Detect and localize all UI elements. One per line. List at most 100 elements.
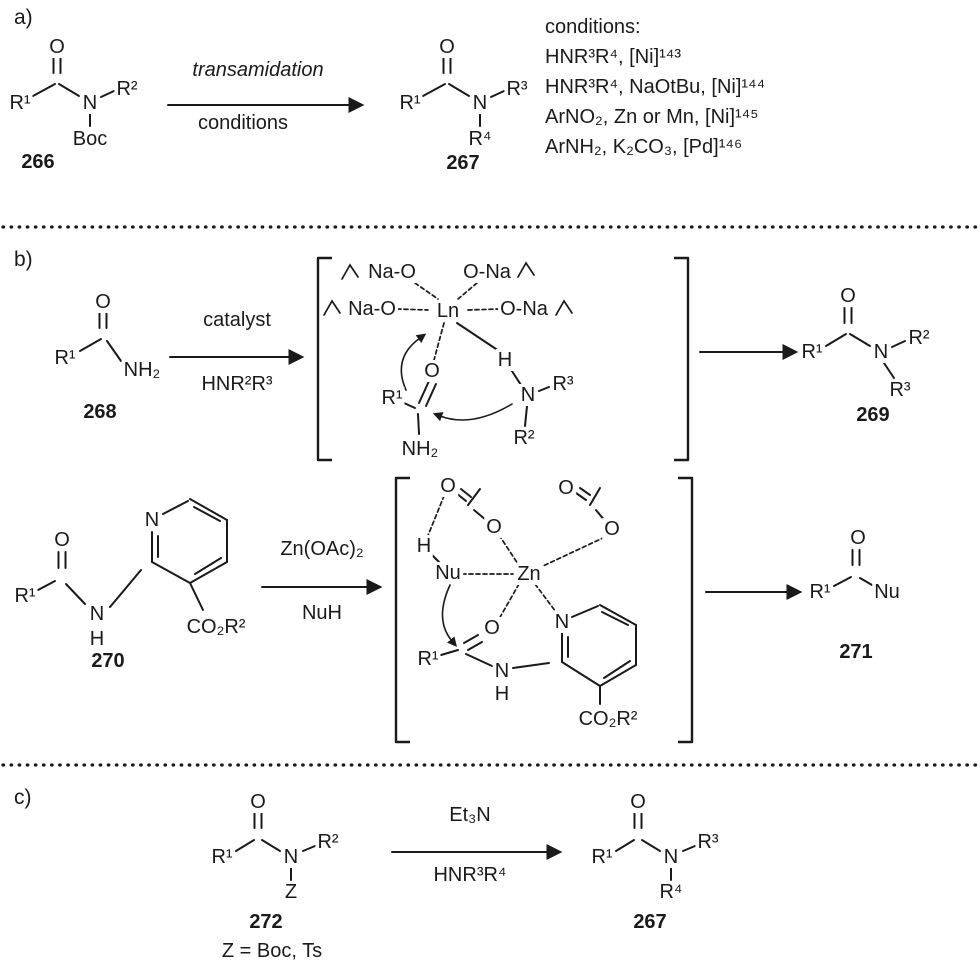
m267a-r3-label: R³ xyxy=(504,78,530,100)
ts2-ring-n-label: N xyxy=(552,611,572,633)
ts2-bracket-left xyxy=(394,476,410,744)
ts2-r1-label: R¹ xyxy=(415,648,441,670)
panel-b-label: b) xyxy=(14,248,33,271)
ts2-zinc-label: Zn xyxy=(515,563,543,585)
arrow-b3-bottom-text: NuH xyxy=(301,602,343,624)
m272-r2-label: R² xyxy=(315,831,341,853)
ts2-ester-label: CO₂R² xyxy=(576,708,640,730)
m266-r1-label: R¹ xyxy=(7,92,33,114)
ts1-carbonyl-oxygen: O xyxy=(422,360,442,382)
ts1-truncation-marks xyxy=(323,261,573,316)
m272-r1-label: R¹ xyxy=(209,846,235,868)
ts1-amine-h-label: H xyxy=(495,349,515,371)
m269-nitrogen-label: N xyxy=(871,341,891,363)
m266-r2-label: R² xyxy=(114,78,140,100)
arrow-c-bottom-text: HNR³R⁴ xyxy=(433,864,507,886)
ts2-amide-oxygen-label: O xyxy=(482,617,502,639)
conditions-title: conditions: xyxy=(545,16,641,38)
compound-number-268: 268 xyxy=(83,401,117,423)
m269-r3-label: R³ xyxy=(887,379,913,401)
m270-ring-n-label: N xyxy=(142,509,162,531)
m267a-r4-label: R⁴ xyxy=(466,128,494,150)
m271-nu-label: Nu xyxy=(872,581,902,603)
compound-number-272: 272 xyxy=(249,911,283,933)
m267c-r1-label: R¹ xyxy=(589,846,615,868)
compound-number-269: 269 xyxy=(856,404,890,426)
m270-amide-h-label: H xyxy=(87,628,107,650)
ts1-r2-label: R² xyxy=(511,427,537,449)
m267c-oxygen-label: O xyxy=(628,791,648,813)
ts2-brackets xyxy=(394,476,694,744)
ts1-bracket-left xyxy=(316,256,332,462)
ts1-nh2-label: NH₂ xyxy=(399,438,441,460)
section-divider-lines xyxy=(1,225,979,767)
m271-r1-label: R¹ xyxy=(807,581,833,603)
conditions-line-4: ArNH₂, K₂CO₃, [Pd]¹⁴⁶ xyxy=(545,136,743,158)
ts1-coordination-bonds xyxy=(396,282,500,361)
ts2-mechanism-arrows xyxy=(441,584,457,647)
panel-b-row2-bonds xyxy=(37,498,873,611)
ts1-lanthanide-label: Ln xyxy=(434,300,462,322)
m269-oxygen-label: O xyxy=(838,285,858,307)
m266-boc-label: Boc xyxy=(70,128,110,150)
compound-number-266: 266 xyxy=(21,151,55,173)
m270-amide-n-label: N xyxy=(87,603,107,625)
panel-b-row1-bonds xyxy=(79,307,906,379)
m268-r1-label: R¹ xyxy=(52,347,78,369)
ts1-o-na-mid-right: O-Na xyxy=(498,298,550,320)
panel-a-bonds xyxy=(32,57,505,127)
ts2-coordination-bonds xyxy=(426,495,606,620)
ts1-bracket-right xyxy=(674,256,690,462)
panel-a-label: a) xyxy=(14,6,33,29)
m272-z-label: Z xyxy=(282,881,300,903)
compound-number-271: 271 xyxy=(839,641,873,663)
m270-ester-label: CO₂R² xyxy=(184,616,248,638)
ts1-na-o-top-left: Na-O xyxy=(366,261,418,283)
ts2-substrate-bonds xyxy=(440,604,637,705)
m270-r1-label: R¹ xyxy=(12,585,38,607)
ts2-amide-h-label: H xyxy=(492,683,512,705)
m267a-r1-label: R¹ xyxy=(397,92,423,114)
m267a-oxygen-label: O xyxy=(437,36,457,58)
m272-nitrogen-label: N xyxy=(281,846,301,868)
ts1-substrate-bonds xyxy=(403,322,550,435)
arrow-b1-bottom-text: HNR²R³ xyxy=(201,373,273,395)
ts2-nucleophile-label: Nu xyxy=(433,562,463,584)
ts2-amide-n-label: N xyxy=(492,660,512,682)
ts2-acetate2-coord-o: O xyxy=(602,518,622,540)
m267c-r3-label: R³ xyxy=(695,831,721,853)
m269-r1-label: R¹ xyxy=(799,341,825,363)
m271-oxygen-label: O xyxy=(848,527,868,549)
m267c-nitrogen-label: N xyxy=(661,846,681,868)
m269-r2-label: R² xyxy=(906,327,932,349)
ts1-na-o-mid-left: Na-O xyxy=(346,298,398,320)
arrow-b3-top-text: Zn(OAc)₂ xyxy=(280,538,364,560)
m266-nitrogen-label: N xyxy=(80,92,100,114)
m267a-nitrogen-label: N xyxy=(470,92,490,114)
ts1-mechanism-arrows xyxy=(400,333,513,422)
ts2-acetate1-carbonyl-o: O xyxy=(438,475,458,497)
panel-c-bonds xyxy=(235,812,696,881)
ts2-acetate1-coord-o: O xyxy=(484,516,504,538)
ts2-nucleophile-h-label: H xyxy=(414,535,434,557)
compound-number-267c: 267 xyxy=(633,911,667,933)
arrow-c-top-text: Et₃N xyxy=(449,804,491,826)
arrow-b1-top-text: catalyst xyxy=(203,309,271,331)
ts1-amine-n-label: N xyxy=(518,384,538,406)
conditions-line-1: HNR³R⁴, [Ni]¹⁴³ xyxy=(545,46,682,68)
z-definition-text: Z = Boc, Ts xyxy=(221,940,323,962)
ts1-brackets xyxy=(316,256,690,462)
m268-oxygen-label: O xyxy=(93,291,113,313)
m270-oxygen-label: O xyxy=(52,529,72,551)
conditions-line-3: ArNO₂, Zn or Mn, [Ni]¹⁴⁵ xyxy=(545,106,759,128)
ts2-bracket-right xyxy=(678,476,694,744)
conditions-line-2: HNR³R⁴, NaOtBu, [Ni]¹⁴⁴ xyxy=(545,76,766,98)
arrow-a-top-text: transamidation xyxy=(192,59,324,81)
m268-nh2-label: NH₂ xyxy=(121,359,163,381)
ts1-r3-label: R³ xyxy=(550,373,576,395)
m267c-r4-label: R⁴ xyxy=(657,881,685,903)
compound-number-270: 270 xyxy=(91,650,125,672)
ts2-acetate2-carbonyl-o: O xyxy=(556,477,576,499)
